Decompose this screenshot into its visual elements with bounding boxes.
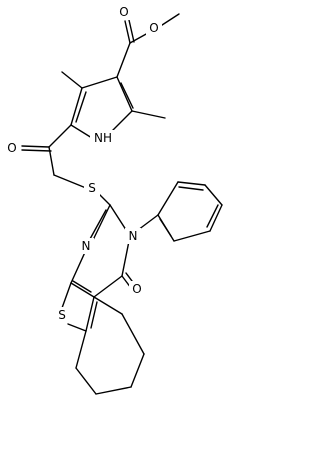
bond: [95, 386, 132, 395]
bond: [121, 313, 145, 355]
bond: [21, 149, 52, 152]
bond: [93, 296, 123, 315]
bond: [124, 20, 131, 44]
bond: [75, 367, 97, 395]
bond: [90, 301, 98, 329]
bond: [53, 174, 87, 189]
atom-label-thioether-s: S: [88, 181, 96, 195]
atom-label-ketone-o: O: [7, 141, 16, 155]
bond: [116, 42, 131, 78]
bond: [158, 13, 180, 28]
bond: [70, 282, 95, 298]
atom-ester-carbonyl-o: O: [116, 4, 132, 20]
bond: [204, 184, 223, 206]
bond: [85, 296, 95, 332]
bond: [120, 82, 134, 109]
bond: [89, 209, 107, 240]
atom-label-pyrrole-nh: NH: [94, 131, 112, 145]
bond: [81, 76, 118, 89]
atom-label-pyrimidine-n-top: N: [129, 229, 138, 243]
bond: [92, 204, 111, 241]
bond: [75, 91, 87, 123]
atom-labels: O O O NH S N N: [4, 4, 162, 323]
molecule-diagram: O O O NH S N N: [4, 4, 223, 395]
bond: [48, 146, 55, 176]
atom-label-ester-ether-o: O: [149, 21, 158, 35]
bond: [116, 76, 133, 112]
bond: [72, 280, 92, 293]
bond: [67, 323, 87, 332]
bond: [130, 353, 145, 388]
bond: [70, 87, 83, 126]
bond: [173, 230, 211, 242]
bond: [93, 275, 123, 298]
bond: [157, 181, 179, 216]
bond: [48, 124, 72, 148]
bond: [206, 204, 219, 228]
bond: [70, 249, 87, 284]
atom-pyrrole-nh: NH: [90, 130, 116, 146]
bond: [177, 181, 206, 186]
bond: [75, 330, 87, 369]
atom-label-thiophene-s: S: [58, 308, 66, 322]
bond: [21, 145, 50, 148]
molecule-structure: O O O NH S N N: [4, 4, 223, 395]
atom-pyrimidine-n-top: N: [125, 228, 141, 244]
atom-label-pyrimidine-n-left: N: [82, 239, 91, 253]
bond: [129, 32, 149, 44]
bond: [159, 218, 172, 237]
bond: [128, 19, 135, 43]
atom-ketone-o: O: [4, 140, 20, 156]
atom-pyrimidinone-o: O: [129, 281, 145, 297]
bond: [178, 186, 204, 191]
atom-pyrimidine-n-left: N: [78, 238, 94, 254]
atom-label-pyrimidinone-o: O: [132, 282, 141, 296]
atom-thioether-s: S: [84, 180, 100, 196]
bond: [70, 124, 93, 139]
bond: [61, 282, 72, 309]
atom-thiophene-s: S: [54, 307, 70, 323]
bond: [131, 110, 166, 119]
atom-ester-ether-o: O: [146, 20, 162, 36]
bond: [209, 204, 223, 232]
atom-label-ester-carbonyl-o: O: [119, 5, 128, 19]
bond: [61, 71, 83, 89]
bond-lines: [21, 13, 223, 395]
